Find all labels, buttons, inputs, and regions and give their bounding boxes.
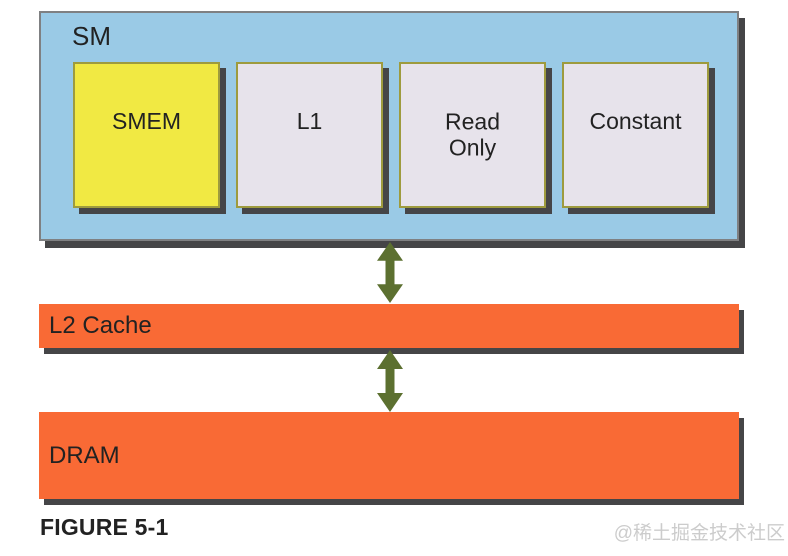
sm-label: SM bbox=[72, 21, 111, 51]
dram-label: DRAM bbox=[49, 441, 120, 469]
constant-box: Constant bbox=[562, 62, 709, 208]
read-only-label: Read Only bbox=[445, 108, 500, 161]
l1-label: L1 bbox=[296, 107, 323, 134]
watermark-text: @稀土掘金技术社区 bbox=[613, 523, 785, 544]
figure-caption: FIGURE 5-1 bbox=[40, 514, 169, 540]
double-arrow-l2-dram-icon bbox=[377, 350, 403, 412]
dram-bar: DRAM bbox=[39, 412, 739, 499]
sm-block: SM SMEM L1 Read Only Constant bbox=[39, 11, 739, 241]
l1-box: L1 bbox=[236, 62, 383, 208]
read-only-box: Read Only bbox=[399, 62, 546, 208]
l2-cache-bar: L2 Cache bbox=[39, 304, 739, 348]
smem-label: SMEM bbox=[112, 107, 181, 134]
sm-memory-row: SMEM L1 Read Only Constant bbox=[73, 62, 709, 208]
constant-label: Constant bbox=[589, 107, 682, 134]
double-arrow-sm-l2-icon bbox=[377, 242, 403, 303]
smem-box: SMEM bbox=[73, 62, 220, 208]
l2-cache-label: L2 Cache bbox=[49, 312, 152, 339]
